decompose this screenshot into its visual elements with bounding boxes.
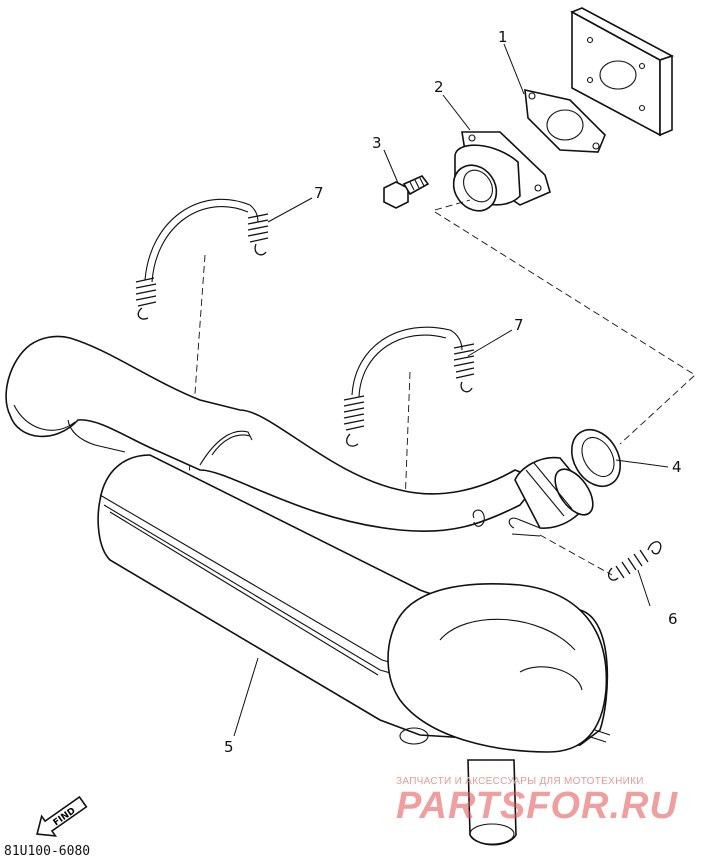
spring-part-7-upper [135,198,269,320]
watermark-brand: PARTSFOR.RU [396,785,678,827]
exhaust-pipe [5,335,594,537]
callout-2: 2 [434,78,444,96]
watermark: ЗАПЧАСТИ И АКСЕССУАРЫ ДЛЯ МОТОТЕХНИКИ PA… [396,776,696,828]
callout-4: 4 [672,458,682,476]
muffler-part-5 [97,454,611,846]
spring-part-6 [608,541,662,581]
gasket-part-1 [524,88,606,153]
assembly-line-spring-lower [404,371,411,506]
ring-gasket-part-4 [570,428,622,488]
assembly-line-flange [434,199,696,445]
exhaust-flange-part-2 [452,131,551,212]
bolt-part-3 [383,175,430,209]
callout-6: 6 [668,610,678,628]
mounting-block [570,7,675,137]
callout-1: 1 [498,28,508,46]
spring-part-7-lower [343,326,475,447]
drawing-code: 81U100-6080 [4,844,91,859]
leader-lines [233,43,669,737]
callout-3: 3 [372,134,382,152]
callout-7-lower: 7 [514,316,524,334]
callout-5: 5 [224,738,234,756]
find-arrow-icon: FIND [36,795,88,837]
assembly-line-spring-upper [187,254,206,491]
callout-7-upper: 7 [314,184,324,202]
watermark-tagline: ЗАПЧАСТИ И АКСЕССУАРЫ ДЛЯ МОТОТЕХНИКИ [396,776,644,787]
assembly-line-spring-6 [539,534,613,576]
